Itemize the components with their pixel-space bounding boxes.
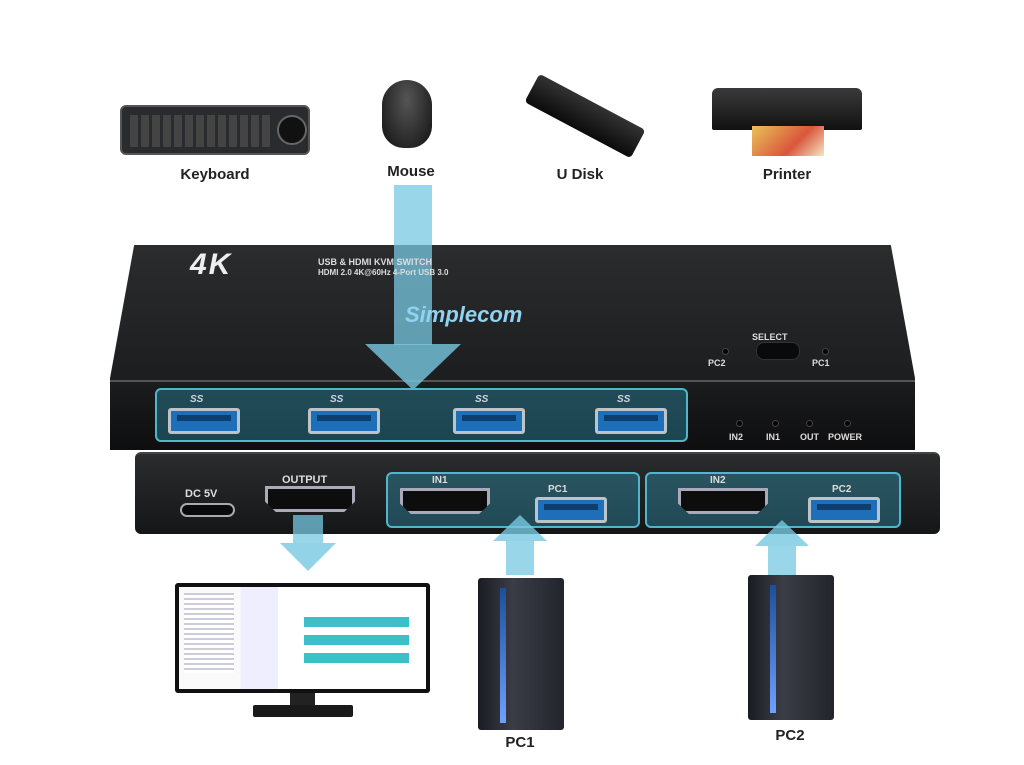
- hdmi-output-port[interactable]: [265, 486, 355, 512]
- ss-logo: SS: [190, 394, 204, 405]
- arrow-down-icon: [365, 344, 461, 390]
- product-line1: USB & HDMI KVM SWITCH: [318, 257, 432, 267]
- pc2-led: [722, 348, 729, 355]
- usb-drive-icon: [524, 73, 646, 159]
- in2-port-label: IN2: [710, 475, 726, 486]
- power-led: [844, 420, 851, 427]
- mouse-label: Mouse: [387, 163, 435, 180]
- in1-led: [772, 420, 779, 427]
- pc2-tower-icon: [748, 575, 834, 720]
- in2-led: [736, 420, 743, 427]
- output-label: OUTPUT: [282, 474, 328, 486]
- select-button[interactable]: [756, 342, 800, 360]
- ss-logo: SS: [617, 394, 631, 405]
- keyboard-label: Keyboard: [180, 166, 250, 183]
- select-label: SELECT: [752, 332, 788, 342]
- pc1-led-label: PC1: [812, 358, 830, 368]
- out-label: OUT: [800, 432, 819, 442]
- printer-icon: [712, 88, 862, 156]
- hdmi-in2-port[interactable]: [678, 488, 768, 514]
- usb-port-2[interactable]: [308, 408, 380, 434]
- usb-pc1-port[interactable]: [535, 497, 607, 523]
- ss-logo: SS: [475, 394, 489, 405]
- arrow-pc2-shaft: [768, 546, 796, 576]
- usb-port-4[interactable]: [595, 408, 667, 434]
- printer-label: Printer: [762, 166, 812, 183]
- in1-port-label: IN1: [432, 475, 448, 486]
- pc2-label: PC2: [775, 727, 805, 744]
- brand-logo: Simplecom: [405, 302, 523, 327]
- usb-port-1[interactable]: [168, 408, 240, 434]
- arrow-down-shaft: [394, 185, 432, 345]
- ss-logo: SS: [330, 394, 344, 405]
- arrow-output-shaft: [293, 515, 323, 543]
- pc1-label: PC1: [505, 734, 535, 751]
- pc1-tower-icon: [478, 578, 564, 730]
- dc-label: DC 5V: [185, 488, 218, 500]
- mouse-icon: [382, 80, 432, 148]
- arrow-up-icon: [755, 520, 809, 546]
- udisk-label: U Disk: [556, 166, 604, 183]
- dc-port[interactable]: [180, 503, 235, 517]
- in2-label: IN2: [729, 432, 744, 442]
- arrow-up-icon: [493, 515, 547, 541]
- product-line2: HDMI 2.0 4K@60Hz 4-Port USB 3.0: [318, 268, 449, 277]
- usb-port-3[interactable]: [453, 408, 525, 434]
- monitor-icon: [175, 583, 430, 723]
- hdmi-in1-port[interactable]: [400, 488, 490, 514]
- out-led: [806, 420, 813, 427]
- arrow-down-icon: [280, 543, 336, 571]
- in1-label: IN1: [766, 432, 781, 442]
- 4k-badge: 4K: [190, 248, 233, 281]
- power-label: POWER: [828, 432, 863, 442]
- keyboard-icon: [120, 105, 310, 155]
- pc1-led: [822, 348, 829, 355]
- pc2-led-label: PC2: [708, 358, 726, 368]
- arrow-pc1-shaft: [506, 541, 534, 575]
- pc1-port-label: PC1: [548, 484, 568, 495]
- pc2-port-label: PC2: [832, 484, 852, 495]
- usb-pc2-port[interactable]: [808, 497, 880, 523]
